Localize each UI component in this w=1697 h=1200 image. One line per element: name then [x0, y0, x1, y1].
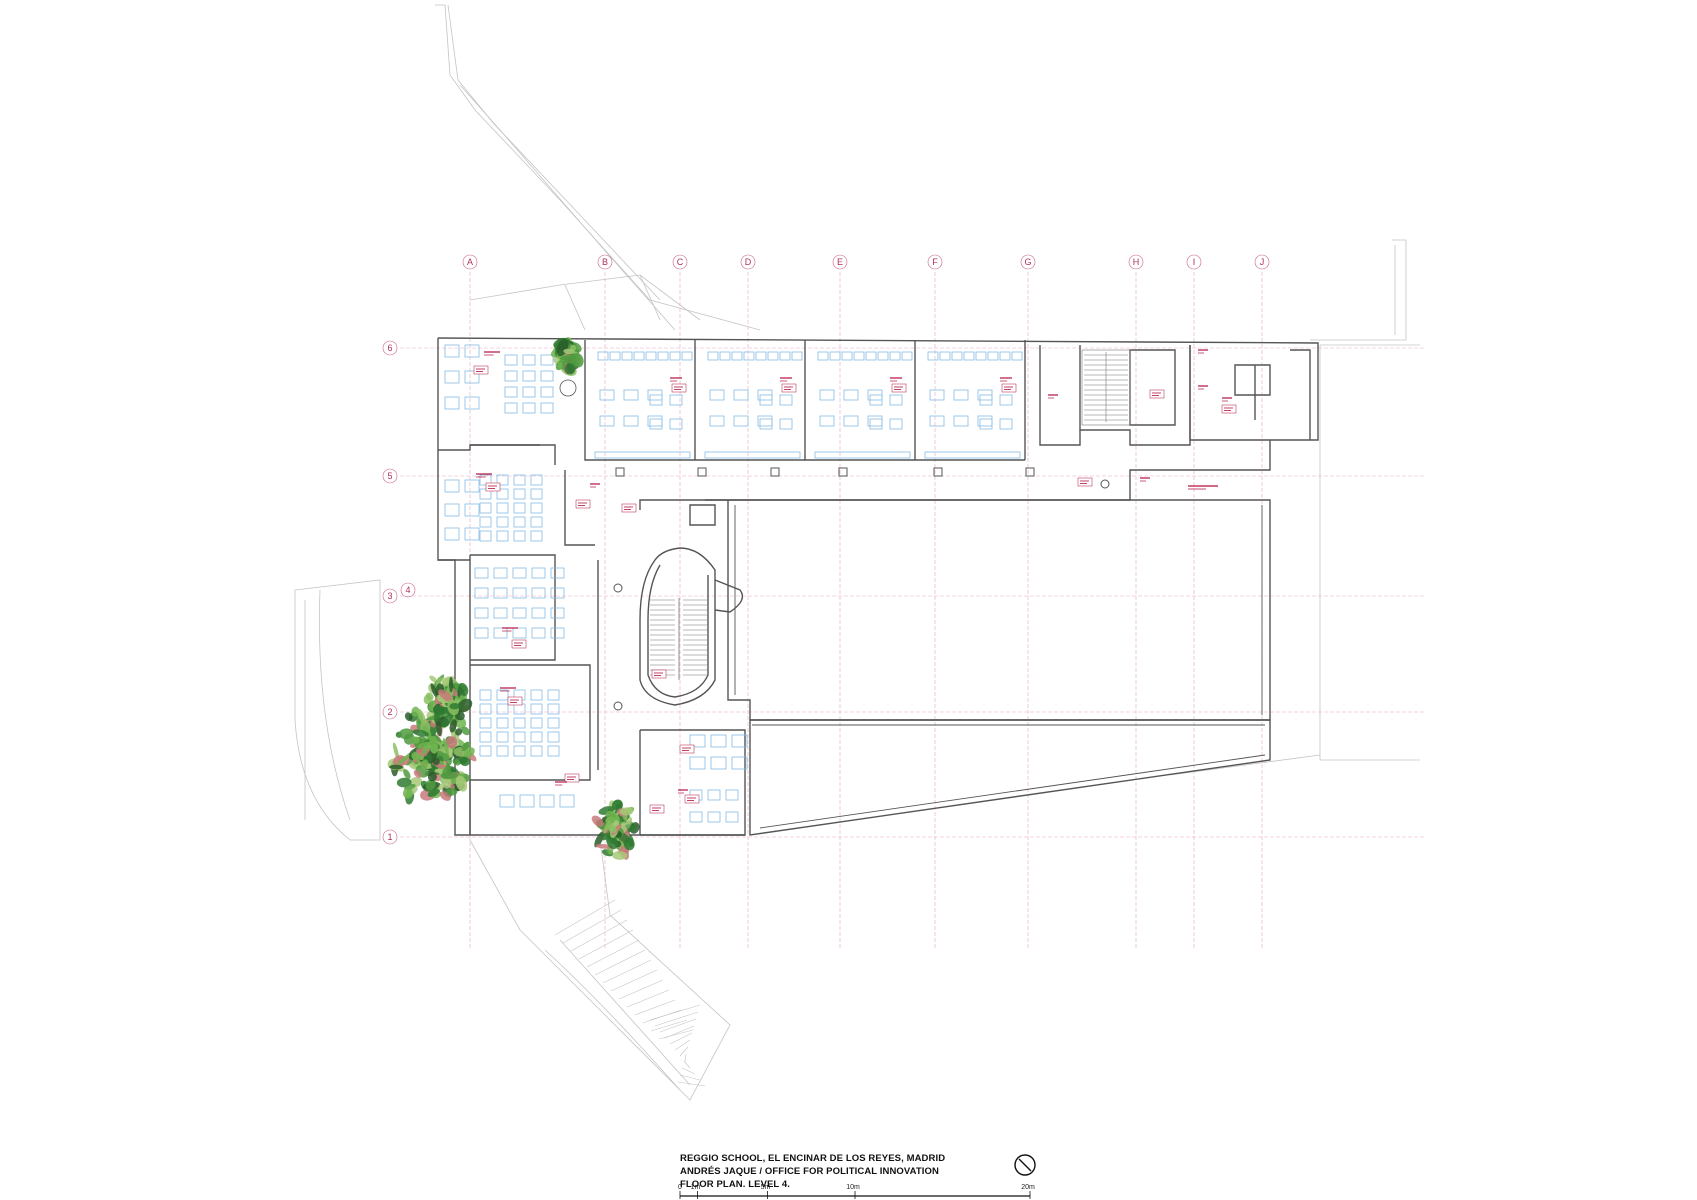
room-tag: [575, 499, 591, 509]
room-tag: [891, 383, 907, 393]
grid-bubble-row-5: 5: [382, 468, 398, 484]
structural-grid: A B C D E F G H I J 6 5 4 3 2 1: [382, 254, 1425, 950]
room-tag: [679, 744, 695, 754]
grid-bubble-col-A: A: [462, 254, 478, 270]
grid-bubble-col-D: D: [740, 254, 756, 270]
grid-bubble-row-1: 1: [382, 829, 398, 845]
scale-label: 0: [678, 1184, 682, 1191]
grid-bubble-col-H: H: [1128, 254, 1144, 270]
grid-label-col: I: [1193, 257, 1196, 267]
grid-bubble-row-3: 3: [382, 588, 398, 604]
room-tag: [1221, 404, 1237, 414]
room-tag: [684, 794, 700, 804]
grid-label-col: J: [1260, 257, 1265, 267]
site-context-lines: [294, 4, 1420, 1101]
grid-label-row: 4: [405, 585, 410, 595]
core-stair: [1081, 349, 1131, 426]
grid-label-col: E: [837, 257, 843, 267]
grid-label-col: H: [1133, 257, 1140, 267]
grid-bubble-col-B: B: [597, 254, 613, 270]
grid-bubble-row-2: 2: [382, 704, 398, 720]
north-arrow-icon: [1014, 1154, 1036, 1176]
grid-label-col: G: [1024, 257, 1031, 267]
grid-bubble-col-E: E: [832, 254, 848, 270]
grid-label-row: 1: [387, 832, 392, 842]
room-tag: [1001, 383, 1017, 393]
classroom-furniture: [444, 344, 1023, 823]
title-block: REGGIO SCHOOL, EL ENCINAR DE LOS REYES, …: [680, 1152, 980, 1191]
title-line-architect: ANDRÉS JAQUE / OFFICE FOR POLITICAL INNO…: [680, 1166, 939, 1177]
scale-label: 20m: [1021, 1184, 1035, 1191]
grid-label-row: 3: [387, 591, 392, 601]
room-tag: [621, 503, 637, 513]
room-tag: [511, 639, 527, 649]
grid-bubble-col-J: J: [1254, 254, 1270, 270]
grid-bubble-col-G: G: [1020, 254, 1036, 270]
room-tags: [473, 349, 1237, 814]
building-walls: [437, 337, 1319, 836]
scale-bar: 0 1m 5m 10m 20m: [678, 1184, 1035, 1199]
grid-bubble-col-F: F: [927, 254, 943, 270]
scale-label: 5m: [761, 1184, 771, 1191]
room-tag: [671, 383, 687, 393]
grid-label-col: C: [677, 257, 684, 267]
grid-label-col: D: [745, 257, 752, 267]
exterior-stair: [554, 899, 706, 1087]
room-tag: [651, 669, 667, 679]
room-tag: [1077, 477, 1093, 487]
grid-label-row: 6: [387, 343, 392, 353]
grid-label-col: B: [602, 257, 608, 267]
title-line-drawing: FLOOR PLAN. LEVEL 4.: [680, 1179, 791, 1190]
structural-columns: [613, 467, 1110, 711]
grid-label-row: 2: [387, 707, 392, 717]
grid-label-col: A: [467, 257, 473, 267]
room-tag: [507, 696, 523, 706]
room-tag: [485, 482, 501, 492]
room-tag: [1149, 389, 1165, 399]
room-tag: [564, 773, 580, 783]
grid-bubble-row-4: 4: [400, 582, 416, 598]
title-line-project: REGGIO SCHOOL, EL ENCINAR DE LOS REYES, …: [680, 1153, 946, 1164]
scale-label: 10m: [846, 1184, 860, 1191]
room-tag: [649, 804, 665, 814]
central-stair: [650, 598, 708, 680]
grid-label-col: F: [932, 257, 938, 267]
room-tag: [473, 365, 489, 375]
grid-bubble-col-I: I: [1186, 254, 1202, 270]
grid-bubble-row-6: 6: [382, 340, 398, 356]
room-tag: [781, 383, 797, 393]
grid-label-row: 5: [387, 471, 392, 481]
grid-bubble-col-C: C: [672, 254, 688, 270]
scale-label: 1m: [691, 1184, 701, 1191]
vegetation: [387, 337, 640, 860]
